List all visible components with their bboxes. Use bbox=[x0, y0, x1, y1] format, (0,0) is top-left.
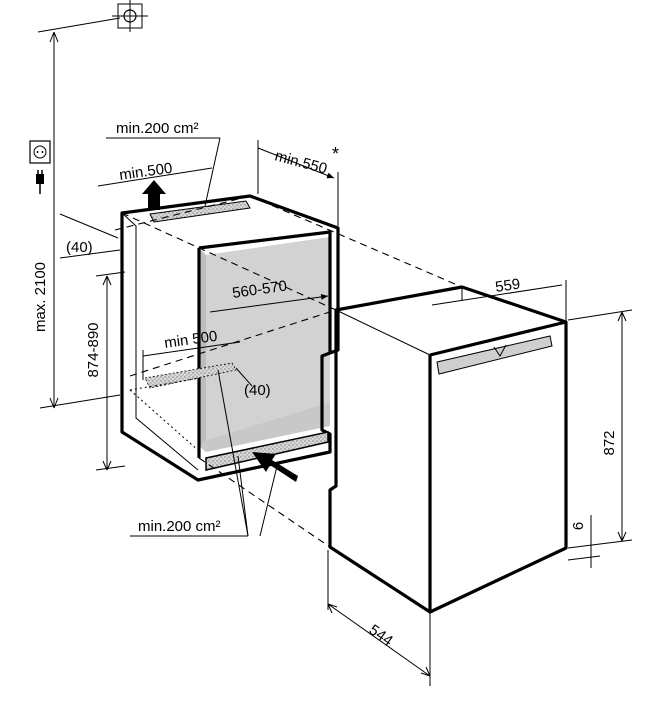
power-plug-icon bbox=[36, 170, 44, 194]
appliance-width-label: 559 bbox=[494, 276, 521, 296]
rear-gap-floor-label: (40) bbox=[244, 382, 271, 399]
niche-floor bbox=[199, 402, 330, 452]
top-vent-depth-label: min.500 bbox=[118, 160, 173, 184]
appliance-body bbox=[328, 285, 568, 614]
power-socket-icon bbox=[29, 140, 51, 164]
bottom-vent-grille bbox=[205, 431, 329, 471]
niche-outline bbox=[120, 194, 340, 482]
niche-depth-label: min.550 bbox=[273, 147, 329, 177]
niche-cabinet bbox=[120, 194, 340, 482]
water-connection-icon bbox=[112, 0, 148, 32]
airflow-arrow-icon bbox=[142, 180, 166, 210]
bottom-vent-area-label: min.200 cm² bbox=[138, 518, 221, 535]
appliance-door bbox=[428, 320, 567, 612]
dimension-lines bbox=[37, 17, 633, 686]
appliance-depth-label: 544 bbox=[366, 621, 396, 649]
floor-vent-strip bbox=[144, 362, 237, 389]
appliance-height-label: 872 bbox=[601, 430, 618, 455]
plinth-height-label: 6 bbox=[570, 522, 587, 530]
top-vent-area-label: min.200 cm² bbox=[116, 120, 199, 137]
door-handle bbox=[436, 335, 553, 375]
niche-back-wall bbox=[206, 237, 330, 440]
max-height-label: max. 2100 bbox=[32, 262, 49, 332]
airflow-arrow-icon bbox=[252, 452, 298, 482]
niche-height-label: 874-890 bbox=[85, 322, 102, 377]
refrigerator-appliance bbox=[328, 285, 568, 614]
niche-depth-note: * bbox=[332, 144, 339, 164]
rear-gap-top-label: (40) bbox=[66, 239, 93, 256]
